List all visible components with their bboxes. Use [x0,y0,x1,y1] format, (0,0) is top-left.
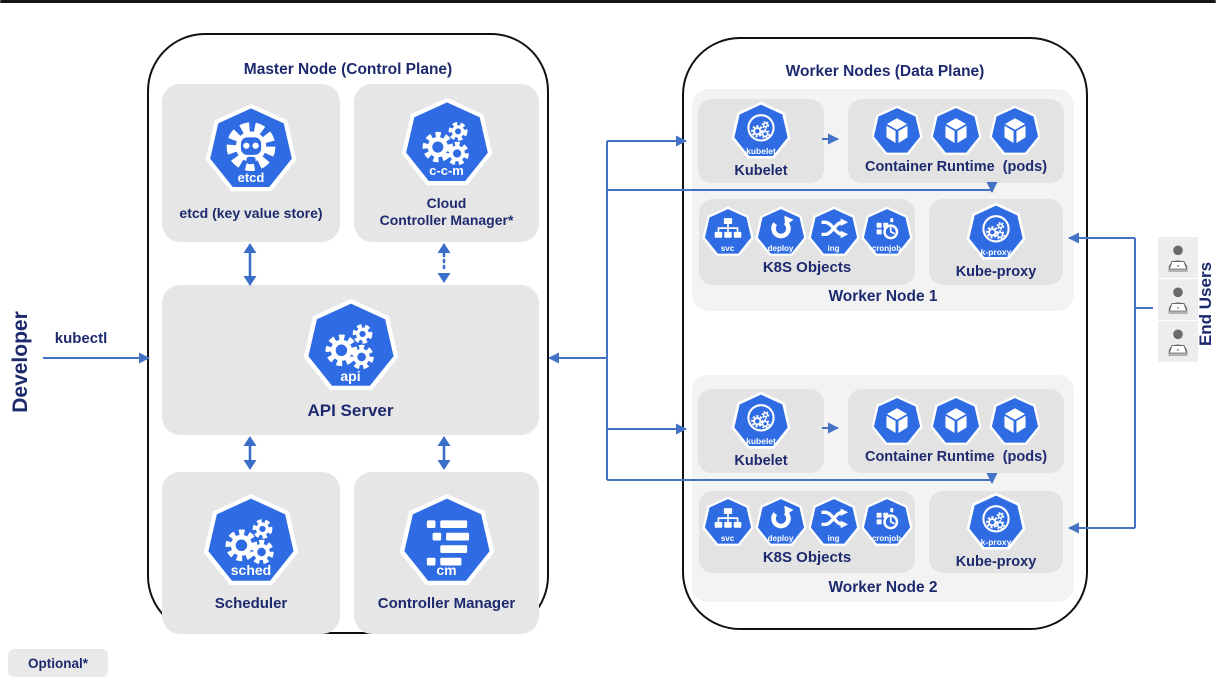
worker-nodes-title: Worker Nodes (Data Plane) [785,63,985,80]
controller-manager-card: cm Controller Manager [354,472,539,634]
master-node-title: Master Node (Control Plane) [243,61,453,78]
svc-icon-label: svc [720,534,735,544]
pod-icon [930,395,982,446]
pod-icon [989,105,1041,156]
scheduler-card: sched Scheduler [162,472,340,634]
worker-node-2-name: Worker Node 2 [828,579,938,596]
service-icon: svc [701,206,754,257]
person-laptop-icon [1158,237,1198,278]
cloud-controller-manager-icon: c-c-m [401,97,493,187]
deploy-icon-label: deploy [767,244,794,254]
cloud-controller-manager-card: c-c-m Cloud Controller Manager* [354,84,539,242]
cronjob-icon-label: cronjob [871,534,902,544]
kubelet-icon-label: kubelet [746,435,776,446]
optional-badge: Optional* [8,649,108,677]
worker-node-2-container: kubelet Kubelet Container Runtime (pods)… [692,375,1074,602]
scheduler-label: Scheduler [214,594,288,612]
top-border-line [0,0,1216,3]
ing-icon-label: ing [827,534,840,544]
api-server-card: api API Server [162,285,539,435]
etcd-card: etcd etcd (key value store) [162,84,340,242]
person-laptop-icon [1158,279,1198,320]
kubelet-label: Kubelet [734,453,788,470]
cm-icon-label: cm [436,562,457,579]
deployment-icon: deploy [754,496,807,547]
kubelet-card-2: kubelet Kubelet [698,389,824,473]
worker-node-1-name: Worker Node 1 [828,288,938,305]
kubelet-icon: kubelet [731,391,791,450]
controller-manager-icon: cm [399,493,495,587]
kube-proxy-icon-label: k-proxy [980,246,1012,257]
end-users-group [1158,237,1198,363]
deployment-icon: deploy [754,206,807,257]
kube-proxy-icon: k-proxy [966,202,1026,261]
developer-label: Developer [9,311,32,413]
kube-proxy-label: Kube-proxy [955,264,1037,281]
master-node-box: Master Node (Control Plane) etcd etcd (k… [147,33,549,634]
pod-icon [989,395,1041,446]
person-laptop-icon [1158,321,1198,362]
k8s-objects-card-2: svc deploy ing cronjob K8S Objects [699,491,915,573]
kubectl-label: kubectl [54,330,108,347]
api-icon-label: api [340,367,361,384]
ccm-icon-label: c-c-m [429,163,464,179]
kube-proxy-card-2: k-proxy Kube-proxy [929,491,1063,573]
cronjob-icon: cronjob [860,206,913,257]
ingress-icon: ing [807,206,860,257]
api-server-icon: api [303,298,399,392]
k8s-objects-card-1: svc deploy ing cronjob K8S Objects [699,199,915,285]
kubelet-label: Kubelet [734,163,788,180]
worker-nodes-box: Worker Nodes (Data Plane) kubelet Kubele… [682,37,1088,630]
container-runtime-card-2: Container Runtime (pods) [848,389,1064,473]
service-icon: svc [701,496,754,547]
kubelet-icon-label: kubelet [746,145,776,156]
ingress-icon: ing [807,496,860,547]
controller-manager-label: Controller Manager [377,594,516,612]
cronjob-icon: cronjob [860,496,913,547]
ing-icon-label: ing [827,244,840,254]
kube-proxy-icon: k-proxy [966,492,1026,551]
ccm-label-line1: Cloud [426,194,467,211]
pod-icon [871,105,923,156]
etcd-label: etcd (key value store) [179,205,323,222]
k8s-objects-label: K8S Objects [762,259,852,277]
kube-proxy-card-1: k-proxy Kube-proxy [929,199,1063,285]
pod-icon [871,395,923,446]
kubelet-icon: kubelet [731,101,791,160]
deploy-icon-label: deploy [767,534,794,544]
kubelet-card-1: kubelet Kubelet [698,99,824,183]
worker-node-1-container: kubelet Kubelet Container Runtime (pods)… [692,89,1074,311]
api-server-label: API Server [307,401,394,421]
kube-proxy-icon-label: k-proxy [980,536,1012,547]
container-runtime-card-1: Container Runtime (pods) [848,99,1064,183]
sched-icon-label: sched [230,562,272,579]
ccm-label-line2: Controller Manager* [379,212,514,228]
container-runtime-label: Container Runtime (pods) [864,159,1048,176]
container-runtime-label: Container Runtime (pods) [864,449,1048,466]
pod-icon [930,105,982,156]
etcd-icon-label: etcd [237,170,265,186]
kube-proxy-label: Kube-proxy [955,554,1037,571]
k8s-objects-label: K8S Objects [762,549,852,567]
scheduler-icon: sched [203,493,299,587]
cronjob-icon-label: cronjob [871,244,902,254]
etcd-icon: etcd [205,103,297,193]
svc-icon-label: svc [720,244,735,254]
